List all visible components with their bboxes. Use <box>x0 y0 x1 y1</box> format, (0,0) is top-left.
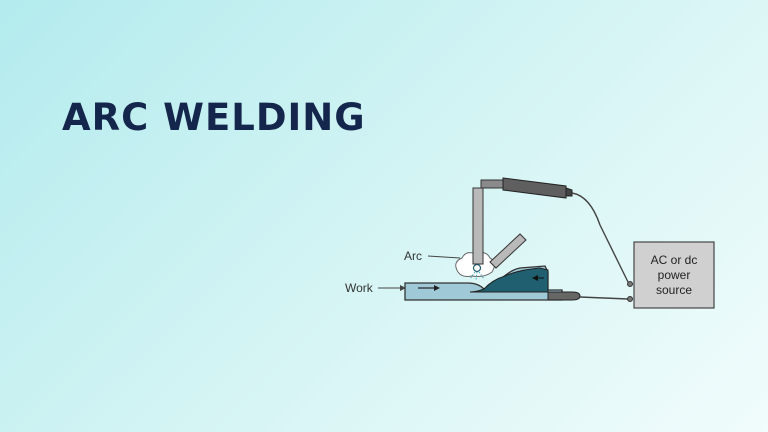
power-source-box <box>633 241 715 309</box>
arc-leader-line <box>427 255 461 259</box>
filler-rod <box>489 233 527 269</box>
electrode-holder-head <box>480 179 506 189</box>
arc-label: Arc <box>404 249 422 263</box>
electrode-cable <box>571 192 629 283</box>
page-title: ARC WELDING <box>62 96 366 139</box>
weld-pool <box>469 267 549 293</box>
electrode <box>472 187 484 265</box>
arc-spark <box>472 263 482 273</box>
power-source-label-line2: power <box>658 268 691 282</box>
electrode-holder-handle <box>502 177 567 199</box>
ground-clamp <box>547 291 581 301</box>
ground-cable <box>579 296 629 300</box>
power-source-label-line1: AC or dc <box>651 253 698 267</box>
power-source-label-line3: source <box>656 283 692 297</box>
work-label: Work <box>345 281 374 295</box>
